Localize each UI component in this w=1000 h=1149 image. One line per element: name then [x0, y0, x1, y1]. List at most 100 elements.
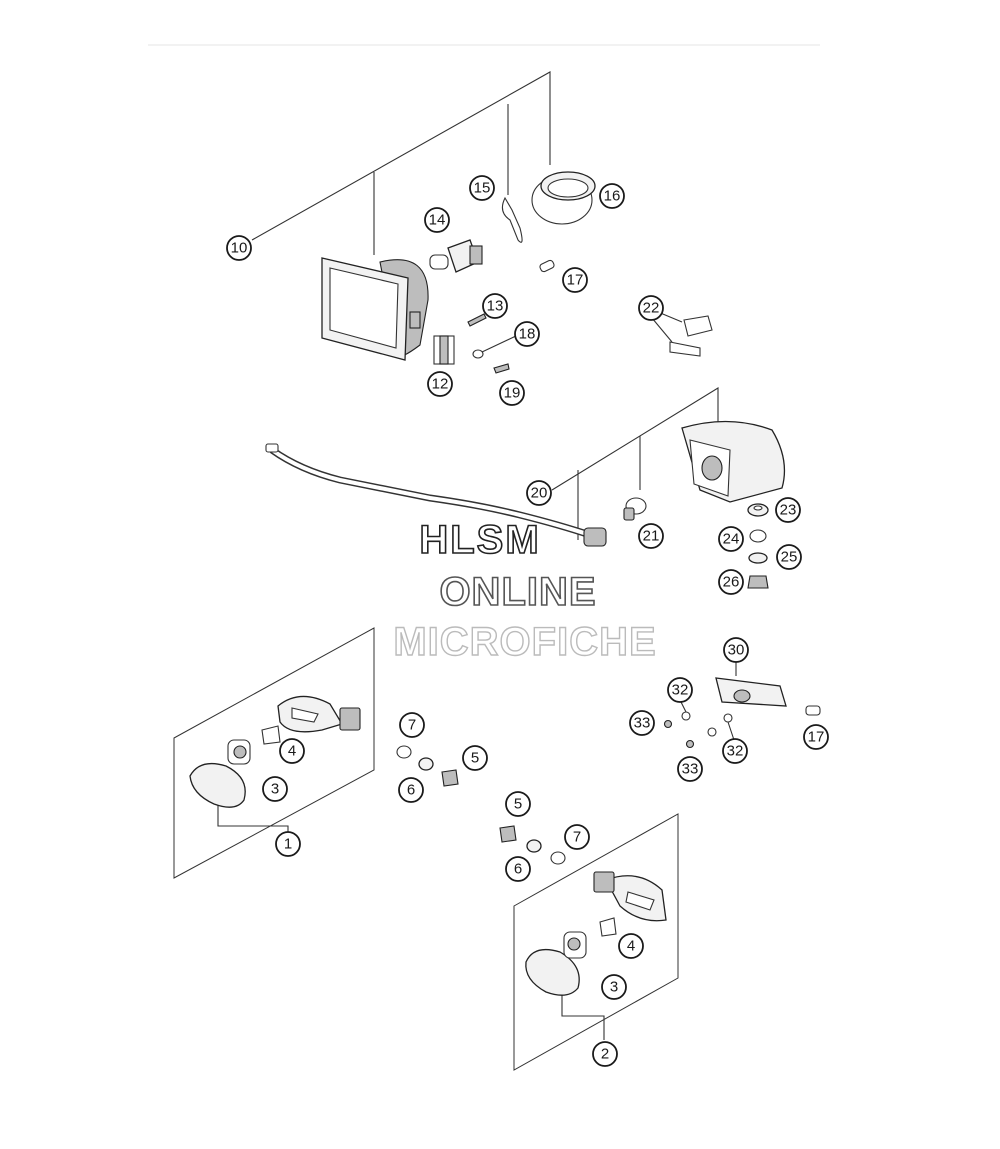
svg-text:16: 16 — [604, 188, 621, 205]
svg-text:4: 4 — [627, 938, 635, 955]
svg-text:22: 22 — [643, 300, 660, 317]
frame-2 — [513, 813, 679, 1071]
callout-23: 23 — [775, 497, 801, 523]
leader-20 — [551, 387, 719, 491]
svg-text:20: 20 — [531, 485, 548, 502]
taillight-group — [265, 387, 786, 589]
svg-text:23: 23 — [780, 502, 797, 519]
callout-19: 19 — [499, 380, 525, 406]
nut-5a — [441, 769, 459, 787]
svg-text:30: 30 — [728, 642, 745, 659]
headlamp-housing — [321, 257, 429, 361]
callout-7b: 7 — [564, 824, 590, 850]
washer-6a — [418, 757, 434, 771]
svg-text:6: 6 — [514, 861, 522, 878]
callout-26: 26 — [718, 569, 744, 595]
svg-text:17: 17 — [808, 729, 825, 746]
nut-26 — [747, 575, 769, 589]
callout-14: 14 — [424, 207, 450, 233]
adhesive-pads — [651, 311, 713, 357]
taillight-housing — [681, 420, 786, 503]
callout-33b: 33 — [677, 756, 703, 782]
bulb-socket — [583, 527, 607, 547]
callout-3b: 3 — [601, 974, 627, 1000]
svg-text:3: 3 — [610, 979, 618, 996]
callout-32a: 32 — [667, 677, 693, 703]
tail-bulb — [623, 497, 647, 521]
svg-text:12: 12 — [432, 376, 449, 393]
headlamp-group — [251, 71, 713, 374]
svg-text:18: 18 — [519, 326, 536, 343]
svg-text:25: 25 — [781, 549, 798, 566]
callout-4b: 4 — [618, 933, 644, 959]
headlamp-bulb — [429, 239, 483, 273]
indicator-right-group — [499, 813, 679, 1071]
callout-24: 24 — [718, 526, 744, 552]
indicator-lens-2 — [525, 948, 580, 996]
callout-10: 10 — [226, 235, 252, 261]
svg-text:24: 24 — [723, 531, 740, 548]
callout-15: 15 — [469, 175, 495, 201]
svg-text:3: 3 — [271, 781, 279, 798]
callout-6b: 6 — [505, 856, 531, 882]
headlamp-ring — [531, 171, 596, 225]
washer-24 — [749, 529, 767, 543]
svg-text:19: 19 — [504, 385, 521, 402]
callout-30: 30 — [723, 637, 749, 663]
svg-text:21: 21 — [643, 528, 660, 545]
svg-text:5: 5 — [514, 796, 522, 813]
parking-bulb — [539, 259, 555, 273]
svg-text:7: 7 — [573, 829, 581, 846]
washer-7a — [396, 745, 412, 759]
callout-17b: 17 — [803, 724, 829, 750]
indicator-left-group — [173, 627, 459, 879]
svg-text:26: 26 — [723, 574, 740, 591]
callout-25: 25 — [776, 544, 802, 570]
callout-7a: 7 — [399, 712, 425, 738]
license-light — [715, 677, 787, 707]
svg-text:6: 6 — [407, 782, 415, 799]
callout-5a: 5 — [462, 745, 488, 771]
svg-text:33: 33 — [682, 761, 699, 778]
washer-18 — [472, 349, 484, 359]
svg-text:10: 10 — [231, 240, 248, 257]
callout-21: 21 — [638, 523, 664, 549]
bulb-clip — [501, 196, 523, 243]
svg-text:32: 32 — [727, 743, 744, 760]
svg-text:5: 5 — [471, 750, 479, 767]
screw-13 — [467, 313, 487, 327]
svg-text:2: 2 — [601, 1046, 609, 1063]
callout-4a: 4 — [279, 738, 305, 764]
callout-5b: 5 — [505, 791, 531, 817]
callouts: 10 15 16 14 17 13 18 12 19 22 20 21 23 2… — [226, 175, 829, 1067]
callout-17: 17 — [562, 267, 588, 293]
callout-18: 18 — [514, 321, 540, 347]
washer-7b — [550, 851, 566, 865]
callout-1: 1 — [275, 831, 301, 857]
svg-text:17: 17 — [567, 272, 584, 289]
svg-text:7: 7 — [408, 717, 416, 734]
callout-3a: 3 — [262, 776, 288, 802]
svg-text:13: 13 — [487, 298, 504, 315]
nut-5b — [499, 825, 517, 843]
callout-13: 13 — [482, 293, 508, 319]
callout-2: 2 — [592, 1041, 618, 1067]
license-bulb — [805, 705, 821, 716]
callout-32b: 32 — [722, 738, 748, 764]
bolt-4a — [261, 725, 281, 745]
bolt-4b — [599, 917, 617, 937]
washer-6b — [526, 839, 542, 853]
washer-25 — [748, 552, 768, 564]
indicator-lens-1 — [189, 762, 246, 808]
svg-text:1: 1 — [284, 836, 292, 853]
callout-16: 16 — [599, 183, 625, 209]
frame-1 — [173, 627, 375, 879]
leader-10 — [251, 71, 551, 241]
svg-text:32: 32 — [672, 682, 689, 699]
callout-33a: 33 — [629, 710, 655, 736]
svg-text:4: 4 — [288, 743, 296, 760]
svg-text:15: 15 — [474, 180, 491, 197]
callout-12: 12 — [427, 371, 453, 397]
